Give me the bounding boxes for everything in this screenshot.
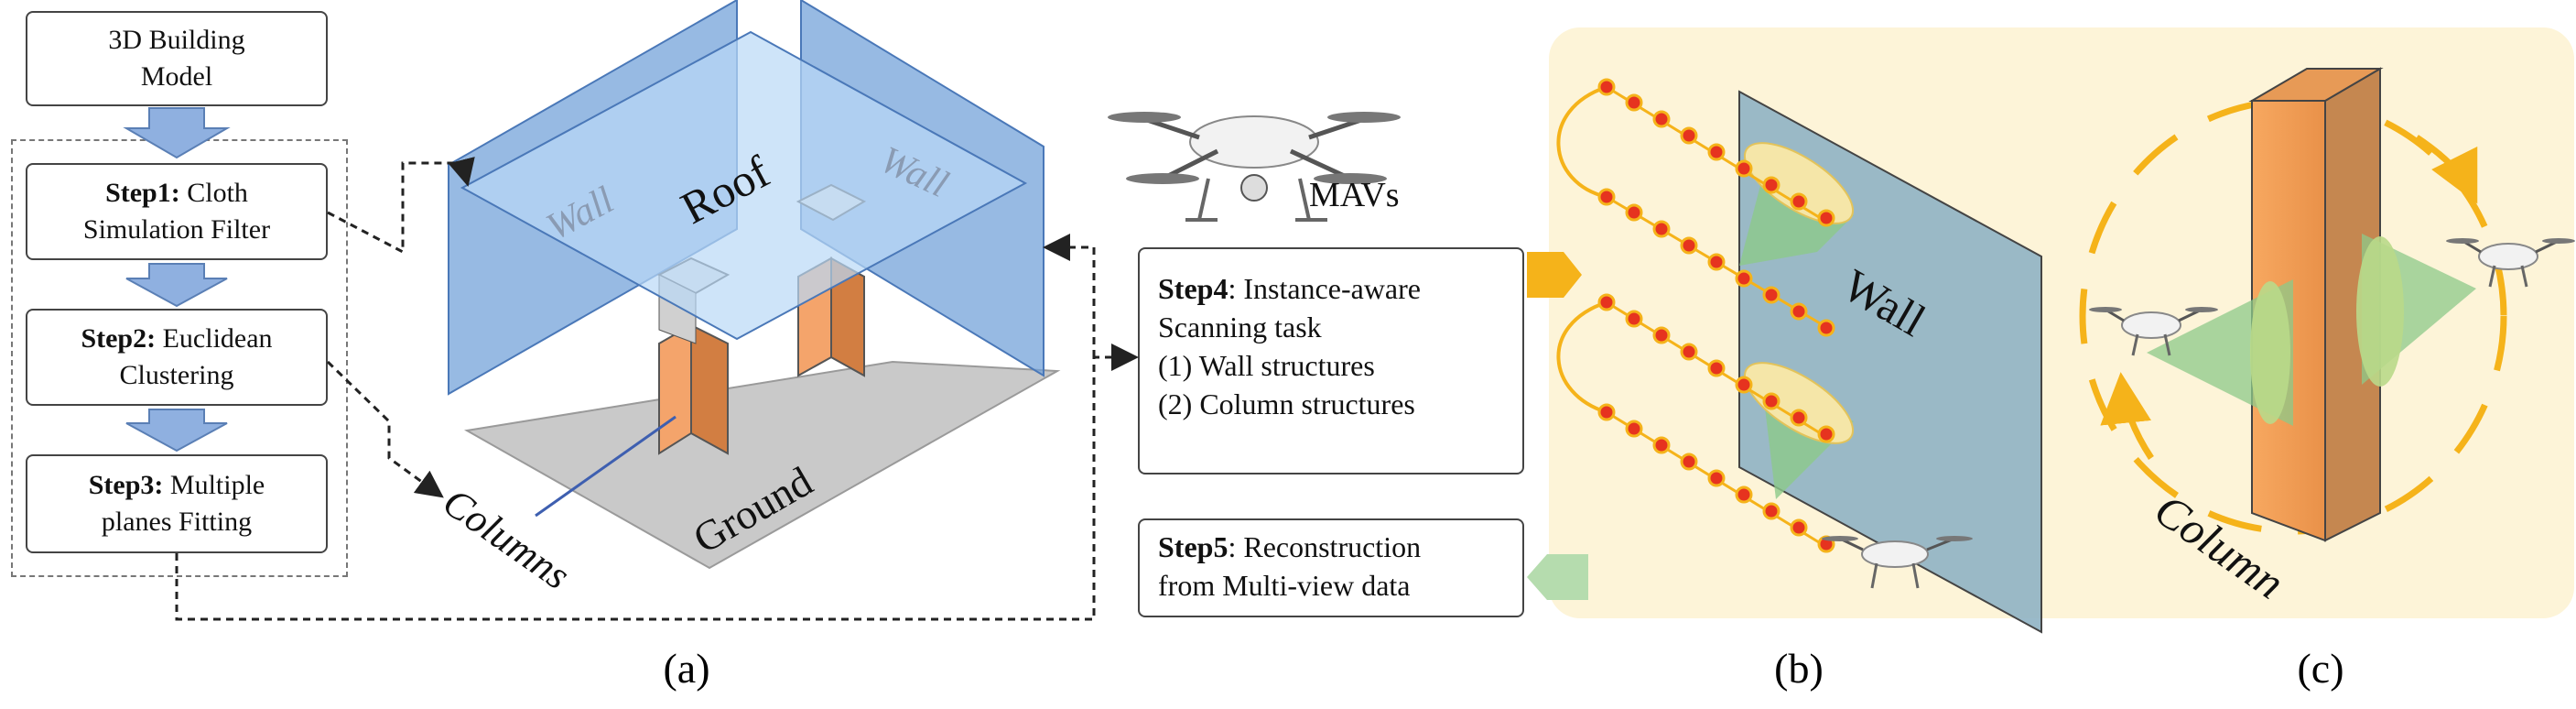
step2-bold: Step2:: [81, 323, 157, 354]
step4-bold: Step4: [1158, 272, 1228, 305]
step5-bold: Step5: [1158, 530, 1228, 563]
arrow-panel-to-step5: [1527, 554, 1588, 600]
step3-text: Multiple planes Fitting: [101, 470, 265, 537]
step4-line1: : Instance-aware: [1228, 272, 1421, 305]
down-arrow-3: [125, 409, 228, 453]
connector-step1: [327, 157, 475, 255]
down-arrow-1: [123, 107, 231, 159]
model-box-label: 3D Building Model: [108, 25, 245, 92]
scan-footprint-upper: [1743, 142, 1855, 224]
drone-icon-c-right: [2446, 238, 2575, 288]
connector-step3-to-step4: [175, 344, 1139, 621]
ground-plane: [464, 360, 1061, 570]
step4-box: Step4: Instance-aware Scanning task (1) …: [1138, 247, 1524, 474]
orbit-path: [2079, 97, 2507, 535]
step2-text: Euclidean Clustering: [119, 323, 273, 390]
orbit-arrow-bottom: [2100, 372, 2154, 460]
scan-footprint-c-right: [2356, 236, 2404, 387]
arrow-step4-to-panel: [1527, 252, 1582, 298]
connector-step4-to-building: [1043, 234, 1096, 357]
scan-cone-upper: [1739, 179, 1854, 266]
step3-bold: Step3:: [88, 470, 164, 500]
scan-footprint-c-left: [2250, 281, 2290, 424]
step1-text: Cloth Simulation Filter: [82, 178, 271, 245]
step3-box: Step3: Multiple planes Fitting: [26, 454, 328, 553]
mavs-label: MAVs: [1309, 176, 1400, 214]
drone-icon-mavs: [1108, 112, 1401, 222]
roof-plane: [460, 30, 1028, 341]
step2-box: Step2: Euclidean Clustering: [26, 309, 328, 406]
step1-box: Step1: Cloth Simulation Filter: [26, 163, 328, 260]
caption-c: (c): [2297, 645, 2343, 692]
trajectory-arc-lower: [1556, 300, 1607, 414]
down-arrow-2: [125, 263, 228, 308]
step4-line3: (1) Wall structures: [1158, 349, 1375, 382]
step5-line1: : Reconstruction: [1228, 530, 1422, 563]
caption-a: (a): [663, 645, 709, 692]
step4-line4: (2) Column structures: [1158, 387, 1415, 420]
connector-step2: [326, 360, 444, 498]
model-box: 3D Building Model: [26, 11, 328, 106]
caption-b: (b): [1774, 645, 1824, 692]
step1-bold: Step1:: [105, 178, 180, 208]
columns-pointer-line: [535, 415, 676, 518]
scan-footprint-lower: [1743, 362, 1855, 444]
drone-icon-c-left: [2089, 307, 2218, 356]
drone-icon-b: [1822, 536, 1973, 589]
trajectory-arc-upper: [1556, 85, 1607, 199]
step4-line2: Scanning task: [1158, 311, 1322, 344]
trajectory-dots-upper: [1597, 78, 1835, 337]
step5-box: Step5: Reconstruction from Multi-view da…: [1138, 518, 1524, 617]
columns-label: Columns: [435, 479, 578, 598]
trajectory-dots-lower: [1597, 293, 1835, 553]
step5-line2: from Multi-view data: [1158, 569, 1411, 602]
orbit-arrow-top: [2415, 135, 2478, 204]
